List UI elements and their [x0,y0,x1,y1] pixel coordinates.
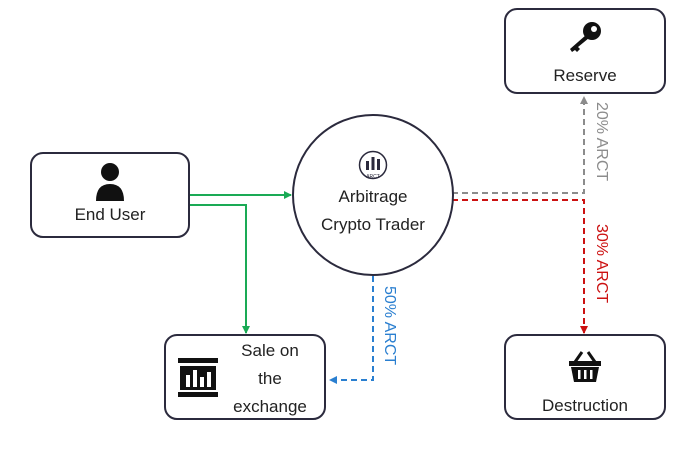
exchange-label-line1: Sale on [241,341,299,360]
end-user-node[interactable]: End User [30,152,190,238]
exchange-node[interactable]: Sale on the exchange [164,334,326,420]
end-user-label: End User [74,205,146,224]
destruction-share-label: 30% ARCT [593,224,610,304]
trader-label-line2: Crypto Trader [321,215,425,234]
trader-to-reserve-arrow [452,96,588,194]
exchange-label-line3: exchange [233,397,307,416]
reserve-label: Reserve [553,66,617,85]
user-icon [96,163,124,201]
trader-to-exchange-arrow [329,276,374,384]
key-icon [570,22,601,52]
exchange-share-label: 50% ARCT [381,286,398,366]
user-to-exchange-arrow [190,204,250,334]
reserve-share-label: 20% ARCT [593,102,610,182]
arct-logo-text: ARCT [366,174,380,180]
trader-to-destruction-arrow [452,199,588,334]
arct-logo-icon [358,150,388,180]
destruction-label: Destruction [542,396,628,415]
basket-icon [569,351,601,382]
exchange-label-line2: the [258,369,282,388]
arbitrage-crypto-trader-node[interactable]: ARCT Arbitrage Crypto Trader [292,114,454,276]
destruction-node[interactable]: Destruction [504,334,666,420]
reserve-node[interactable]: Reserve [504,8,666,94]
trader-label-line1: Arbitrage [338,187,408,206]
exchange-building-icon [178,358,218,397]
